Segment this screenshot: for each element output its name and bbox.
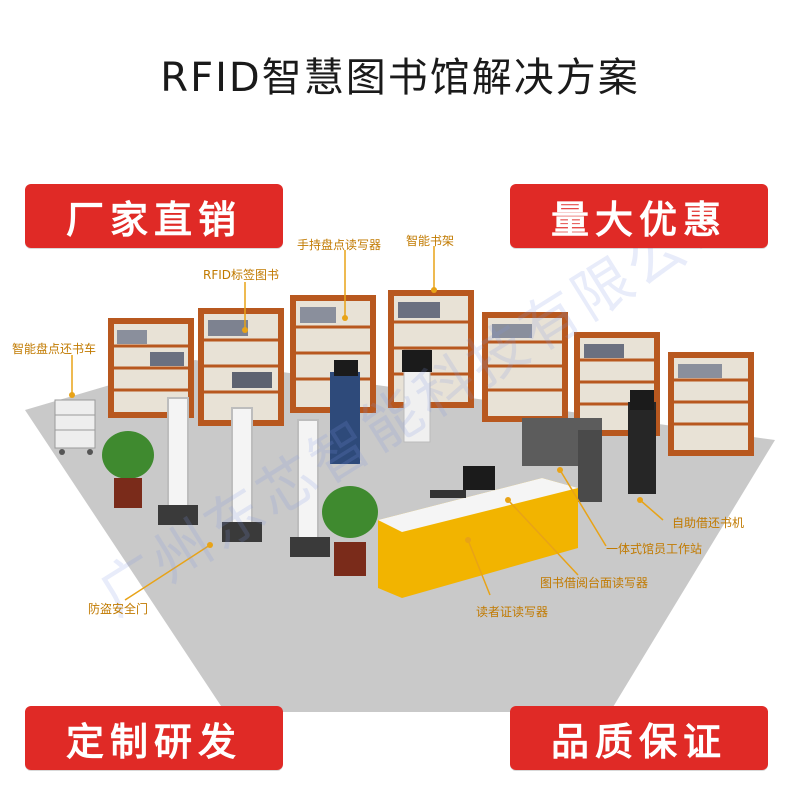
kiosk (628, 390, 656, 494)
bookshelf (668, 352, 754, 456)
security-gates (167, 397, 319, 551)
badge-quality-assurance: 品质保证 (510, 706, 768, 770)
label-librarian-workstation: 一体式馆员工作站 (606, 542, 703, 556)
bookshelf (198, 308, 284, 426)
bookshelf (482, 312, 568, 422)
potted-plant (322, 486, 378, 576)
badge-custom-development: 定制研发 (25, 706, 283, 770)
service-desk (378, 466, 578, 598)
kiosk (402, 349, 432, 443)
badge-bulk-discount: 量大优惠 (510, 184, 768, 248)
label-desktop-reader: 图书借阅台面读写器 (540, 576, 649, 590)
bookshelf (108, 318, 194, 418)
label-rfid-tag-book: RFID标签图书 (203, 268, 280, 282)
book-cart (54, 399, 96, 455)
bookshelf-group (108, 290, 754, 456)
page-title: RFID智慧图书馆解决方案 (160, 55, 640, 101)
label-self-service-machine: 自助借还书机 (672, 516, 745, 530)
gate-bases (158, 505, 330, 557)
label-inventory-cart: 智能盘点还书车 (12, 342, 97, 356)
label-anti-theft-gate: 防盗安全门 (88, 602, 149, 616)
bookshelf (388, 290, 474, 408)
label-smart-shelf: 智能书架 (406, 234, 455, 248)
label-card-reader: 读者证读写器 (476, 605, 549, 619)
label-handheld-reader: 手持盘点读写器 (297, 238, 382, 252)
callout-lines (71, 246, 664, 601)
callout-dots (69, 287, 643, 548)
badge-factory-direct: 厂家直销 (25, 184, 283, 248)
librarian-workstation (522, 418, 602, 502)
potted-plant (102, 431, 154, 508)
kiosk (330, 360, 360, 464)
